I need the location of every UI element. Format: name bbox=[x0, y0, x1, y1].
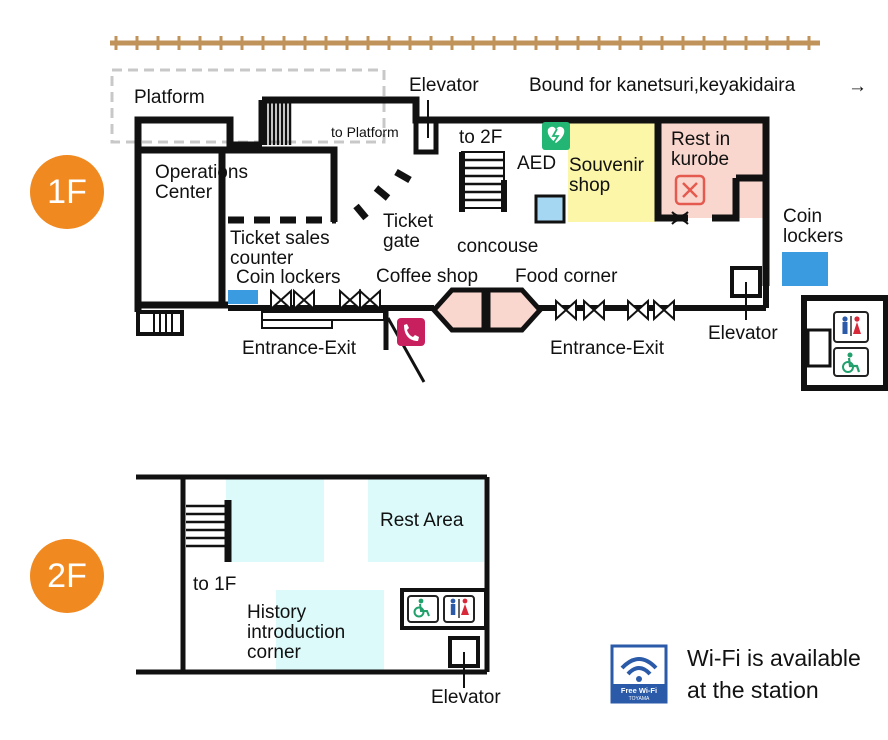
entrance-doors-left bbox=[270, 288, 381, 312]
label-food-corner: Food corner bbox=[515, 266, 618, 287]
label-to-2f: to 2F bbox=[459, 127, 503, 148]
door-icon bbox=[627, 298, 649, 322]
wheelchair-icon-1f bbox=[842, 352, 861, 373]
aed-icon bbox=[542, 122, 570, 150]
wifi-availability-text: Wi-Fi is available at the station bbox=[687, 645, 861, 703]
label-to-platform: to Platform bbox=[331, 124, 399, 140]
label-aed: AED bbox=[517, 153, 557, 174]
floor-badge-1f: 1F bbox=[30, 155, 104, 229]
stairs-to-platform bbox=[260, 102, 292, 145]
wheelchair-icon-2f bbox=[413, 598, 430, 618]
bound-arrow-icon: → bbox=[848, 76, 867, 97]
label-coin-lockers-left: Coin lockers bbox=[236, 267, 341, 288]
label-concourse: concouse bbox=[457, 236, 539, 257]
label-entrance-exit-left: Entrance-Exit bbox=[242, 338, 357, 359]
label-rest-in-kurobe: Rest in kurobe bbox=[671, 129, 731, 170]
entrance-steps-bottom bbox=[136, 310, 184, 336]
label-operations-center: Operations Center bbox=[155, 162, 248, 203]
stairs-to-1f bbox=[186, 500, 232, 562]
coin-lockers-left bbox=[228, 290, 258, 304]
door-icon bbox=[555, 298, 577, 322]
entrance-steps-left bbox=[261, 311, 385, 329]
second-floor-walls bbox=[136, 474, 490, 675]
2f-history-zone bbox=[276, 590, 384, 670]
2f-zone-a bbox=[226, 478, 324, 562]
door-icon bbox=[359, 288, 381, 312]
elevator-right-shaft bbox=[730, 266, 762, 320]
label-elevator-right: Elevator bbox=[708, 323, 778, 344]
label-ticket-gate: Ticket gate bbox=[383, 211, 433, 252]
label-platform: Platform bbox=[134, 87, 205, 108]
coin-lockers-right bbox=[782, 252, 828, 286]
restroom-icon-2f bbox=[450, 598, 469, 618]
railway-track bbox=[110, 36, 820, 50]
label-coin-lockers-right: Coin lockers bbox=[783, 206, 844, 247]
door-icon bbox=[583, 298, 605, 322]
coffee-food-kiosk bbox=[430, 287, 544, 333]
entrance-doors-right bbox=[555, 298, 675, 322]
souvenir-shop-area bbox=[568, 120, 656, 222]
info-kiosk bbox=[534, 194, 566, 224]
no-entry-icon bbox=[674, 174, 706, 206]
label-history-corner: History introduction corner bbox=[247, 602, 346, 663]
elevator-2f-shaft bbox=[448, 636, 480, 688]
wifi-badge: Free Wi-Fi TOYAMA bbox=[610, 644, 668, 704]
label-souvenir-shop: Souvenir shop bbox=[569, 155, 644, 196]
label-ticket-sales-counter: Ticket sales counter bbox=[230, 228, 330, 269]
label-coffee-shop: Coffee shop bbox=[376, 266, 479, 287]
label-rest-area: Rest Area bbox=[380, 510, 464, 531]
label-elevator-top: Elevator bbox=[409, 75, 479, 96]
label-entrance-exit-right: Entrance-Exit bbox=[550, 338, 665, 359]
label-bound-for: Bound for kanetsuri,keyakidaira bbox=[529, 75, 796, 96]
wifi-badge-line1: Free Wi-Fi bbox=[621, 686, 657, 695]
wifi-badge-line2: TOYAMA bbox=[629, 696, 650, 702]
restroom-icon-1f bbox=[842, 316, 861, 336]
elevator-top-shaft bbox=[413, 117, 439, 155]
label-elevator-2f: Elevator bbox=[431, 687, 501, 708]
entrance-ramp-line bbox=[386, 317, 426, 383]
stairs-to-2f bbox=[459, 151, 507, 212]
telephone-icon bbox=[397, 318, 425, 346]
rest-doors bbox=[671, 211, 689, 225]
ticket-gate bbox=[353, 168, 412, 221]
door-icon bbox=[270, 288, 292, 312]
floor-badge-2f: 2F bbox=[30, 539, 104, 613]
door-icon bbox=[653, 298, 675, 322]
label-to-1f: to 1F bbox=[193, 574, 237, 595]
restroom-building bbox=[801, 295, 888, 391]
2f-rest-area-zone bbox=[368, 478, 484, 562]
door-icon bbox=[293, 288, 315, 312]
